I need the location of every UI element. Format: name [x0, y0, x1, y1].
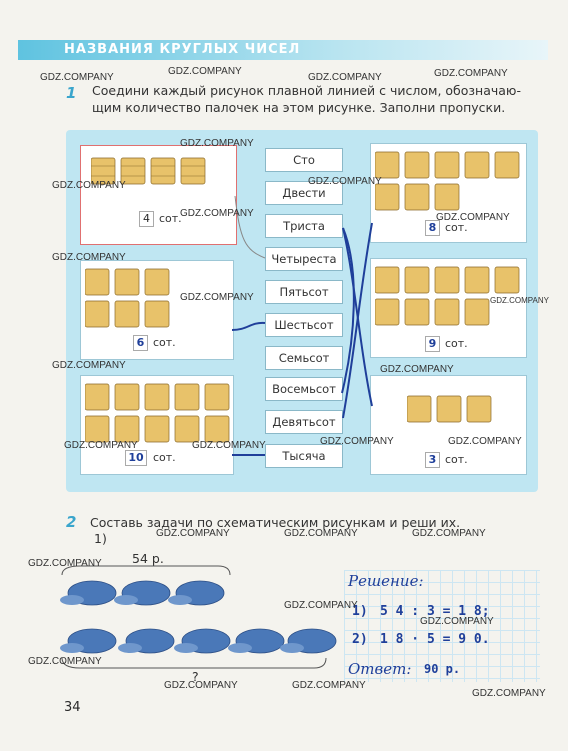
bundles-icon: [85, 268, 170, 328]
word-vosemsot[interactable]: Восемьсот: [265, 377, 343, 401]
watermark: GDZ.COMPANY: [180, 208, 254, 219]
watermark: GDZ.COMPANY: [156, 528, 230, 539]
watermark: GDZ.COMPANY: [52, 180, 126, 191]
watermark: GDZ.COMPANY: [284, 600, 358, 611]
value-box[interactable]: 3: [425, 452, 440, 468]
bundles-icon: [85, 383, 230, 443]
word-semsot[interactable]: Семьсот: [265, 346, 343, 370]
task1-text-line1: Соедини каждый рисунок плавной линией с …: [92, 83, 521, 98]
watermark: GDZ.COMPANY: [192, 440, 266, 451]
answer-value: 90 р.: [424, 662, 461, 676]
answer-label: Ответ:: [348, 660, 412, 678]
watermark: GDZ.COMPANY: [180, 292, 254, 303]
unit-label: сот.: [445, 453, 468, 466]
line-6-shestsot: [231, 321, 266, 331]
page-number: 34: [64, 700, 81, 715]
value-box[interactable]: 9: [425, 336, 440, 352]
watermark: GDZ.COMPANY: [52, 360, 126, 371]
watermark: GDZ.COMPANY: [436, 212, 510, 223]
watermark: GDZ.COMPANY: [64, 440, 138, 451]
watermark: GDZ.COMPANY: [420, 616, 494, 627]
bundles-icon: [90, 157, 206, 185]
bundles-row: [90, 156, 221, 190]
watermark: GDZ.COMPANY: [28, 558, 102, 569]
solution-grid: [344, 570, 540, 682]
unit-label: сот.: [445, 337, 468, 350]
picture-left-3[interactable]: 10 сот.: [80, 375, 234, 475]
word-pyatsot[interactable]: Пятьсот: [265, 280, 343, 304]
value-box[interactable]: 6: [133, 335, 148, 351]
header-band: [18, 40, 548, 60]
task-number: 2: [66, 513, 77, 531]
watermark: GDZ.COMPANY: [52, 252, 126, 263]
value-box[interactable]: 10: [125, 450, 147, 466]
unit-label: сот.: [153, 451, 176, 464]
task2-sub: 1): [94, 531, 107, 546]
watermark: GDZ.COMPANY: [472, 688, 546, 699]
watermark: GDZ.COMPANY: [164, 680, 238, 691]
unit-label: сот.: [445, 221, 468, 234]
word-dvesti[interactable]: Двести: [265, 181, 343, 205]
word-sto[interactable]: Сто: [265, 148, 343, 172]
line-3-trista: [342, 227, 373, 407]
watermark: GDZ.COMPANY: [168, 66, 242, 77]
watermark: GDZ.COMPANY: [448, 436, 522, 447]
value-box[interactable]: 4: [139, 211, 154, 227]
picture-right-3[interactable]: 3 сот.: [370, 375, 527, 475]
value-box[interactable]: 8: [425, 220, 440, 236]
watermark: GDZ.COMPANY: [412, 528, 486, 539]
solution-line1: 5 4 : 3 = 1 8;: [380, 604, 490, 619]
watermark: GDZ.COMPANY: [292, 680, 366, 691]
solution-line2: 1 8 · 5 = 9 0.: [380, 632, 490, 647]
task2-text: Составь задачи по схематическим рисункам…: [90, 515, 461, 530]
picture-right-1[interactable]: 8 сот.: [370, 143, 527, 243]
solution-line1-num: 1): [352, 604, 368, 619]
watermark: GDZ.COMPANY: [284, 528, 358, 539]
watermark: GDZ.COMPANY: [308, 176, 382, 187]
word-trista[interactable]: Триста: [265, 214, 343, 238]
bundles-icon: [375, 266, 520, 326]
watermark: GDZ.COMPANY: [490, 296, 549, 305]
bundles-icon: [375, 151, 520, 211]
unit-label: сот.: [153, 336, 176, 349]
bundles-icon: [407, 395, 492, 423]
question-mark: ?: [192, 669, 199, 684]
word-devyatsot[interactable]: Девятьсот: [265, 410, 343, 434]
word-chetyresta[interactable]: Четыреста: [265, 247, 343, 271]
watermark: GDZ.COMPANY: [380, 364, 454, 375]
solution-line2-num: 2): [352, 632, 368, 647]
price-label: 54 р.: [132, 551, 164, 566]
watermark: GDZ.COMPANY: [40, 72, 114, 83]
task1-text-line2: щим количество палочек на этом рисунке. …: [92, 100, 506, 115]
picture-left-1[interactable]: 4 сот.: [80, 145, 237, 245]
watermark: GDZ.COMPANY: [434, 68, 508, 79]
watermark: GDZ.COMPANY: [308, 72, 382, 83]
line-4-chetyresta: [234, 195, 266, 259]
watermark: GDZ.COMPANY: [28, 656, 102, 667]
watermark: GDZ.COMPANY: [320, 436, 394, 447]
picture-left-2[interactable]: 6 сот.: [80, 260, 234, 360]
word-shestsot[interactable]: Шестьсот: [265, 313, 343, 337]
word-tysyacha[interactable]: Тысяча: [265, 444, 343, 468]
section-title: НАЗВАНИЯ КРУГЛЫХ ЧИСЕЛ: [64, 42, 301, 57]
unit-label: сот.: [159, 212, 182, 225]
picture-right-2[interactable]: 9 сот.: [370, 258, 527, 358]
solution-heading: Решение:: [348, 572, 424, 590]
task-number: 1: [66, 84, 77, 102]
watermark: GDZ.COMPANY: [180, 138, 254, 149]
line-vosemsot-8: [341, 227, 355, 394]
